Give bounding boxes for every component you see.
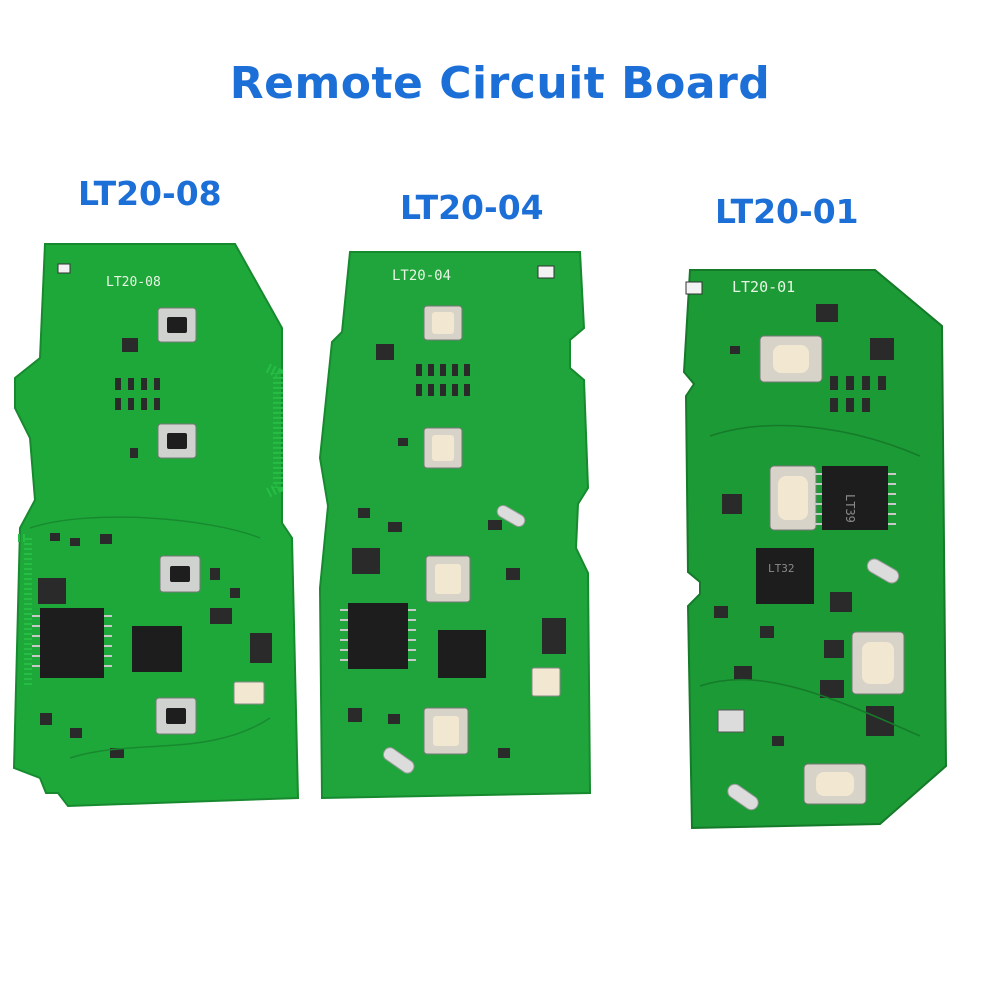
board-label-lt20-04: LT20-04 (400, 188, 544, 227)
tactile-button (423, 427, 463, 469)
tactile-button (159, 555, 201, 593)
silkscreen-label-lt20-08: LT20-08 (106, 275, 161, 290)
tactile-button (155, 697, 197, 735)
pcb-board-lt20-04: LT20-04 (318, 251, 592, 800)
ic-chip (132, 626, 182, 672)
silkscreen-label-lt20-01: LT20-01 (732, 278, 795, 296)
page-title: Remote Circuit Board (229, 58, 771, 109)
tactile-button (157, 423, 197, 459)
ic-marking-lt32: LT32 (768, 562, 795, 575)
pcb-board-lt20-08: LT20-08 (12, 243, 300, 808)
ic-chip-lt32: LT32 (756, 548, 814, 604)
silkscreen-label-lt20-04: LT20-04 (392, 268, 451, 284)
tactile-button (423, 305, 463, 341)
tactile-button (423, 707, 469, 755)
tactile-button (851, 631, 905, 695)
tactile-button (425, 555, 471, 603)
pcb-board-lt20-01: LT20-01 LT39 LT32 (682, 269, 948, 830)
tactile-button (759, 335, 823, 383)
ic-chip-lt39: LT39 (814, 466, 896, 530)
board-label-lt20-01: LT20-01 (715, 192, 859, 231)
ic-chip (32, 608, 112, 678)
board-label-lt20-08: LT20-08 (78, 174, 222, 213)
ic-chip (438, 630, 486, 678)
tactile-button (769, 465, 817, 531)
tactile-button (803, 763, 867, 805)
tactile-button (157, 307, 197, 343)
ic-marking-lt39: LT39 (843, 494, 857, 523)
ic-chip (340, 603, 416, 669)
